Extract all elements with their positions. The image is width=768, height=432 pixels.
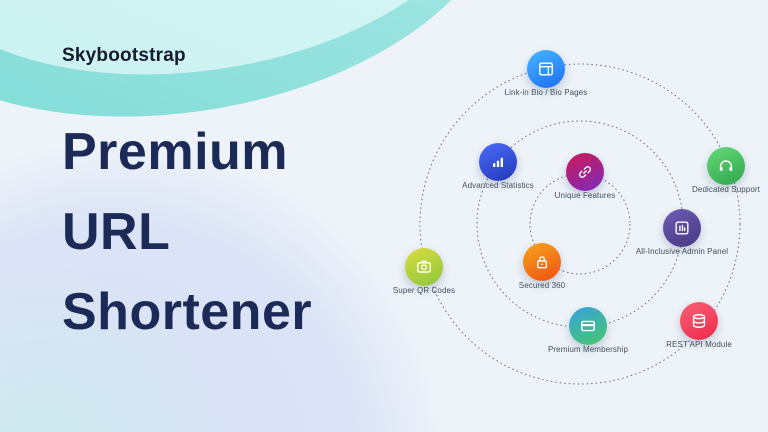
advanced-statistics-node [479, 143, 517, 181]
bar-chart-icon [493, 157, 503, 167]
secured-360-label: Secured 360 [518, 281, 566, 290]
link-in-bio-node [527, 50, 565, 88]
rest-api-module-node [680, 302, 718, 340]
unique-features-node [566, 153, 604, 191]
link-in-bio-label: Link-in Bio / Bio Pages [504, 88, 588, 97]
title-line-1: Premium [62, 123, 289, 181]
lock-icon [536, 256, 548, 269]
super-qr-codes-label: Super QR Codes [392, 286, 456, 295]
super-qr-codes-node [405, 248, 443, 286]
page-title: Premium URL Shortener [62, 112, 312, 352]
credit-card-icon [581, 320, 595, 332]
dedicated-support-node [707, 147, 745, 185]
orbit-ring-3 [419, 63, 741, 385]
panel-icon [675, 221, 689, 235]
layout-icon [539, 62, 553, 76]
secured-360-node [523, 243, 561, 281]
title-line-3: Shortener [62, 283, 313, 341]
headset-icon [719, 160, 733, 171]
rest-api-module-label: REST API Module [666, 340, 732, 349]
camera-icon [417, 260, 431, 273]
bottom-left-teal-accent [0, 265, 234, 432]
link-icon [578, 166, 592, 178]
admin-panel-node [663, 209, 701, 247]
premium-membership-node [569, 307, 607, 345]
brand-logo: Skybootstrap [62, 45, 186, 66]
unique-features-label: Unique Features [554, 191, 616, 200]
title-line-2: URL [62, 203, 171, 261]
advanced-statistics-label: Advanced Statistics [462, 181, 534, 190]
database-icon [692, 314, 706, 328]
admin-panel-label: All-Inclusive Admin Panel [635, 247, 729, 256]
dedicated-support-label: Dedicated Support [692, 185, 760, 194]
premium-membership-label: Premium Membership [547, 345, 629, 354]
